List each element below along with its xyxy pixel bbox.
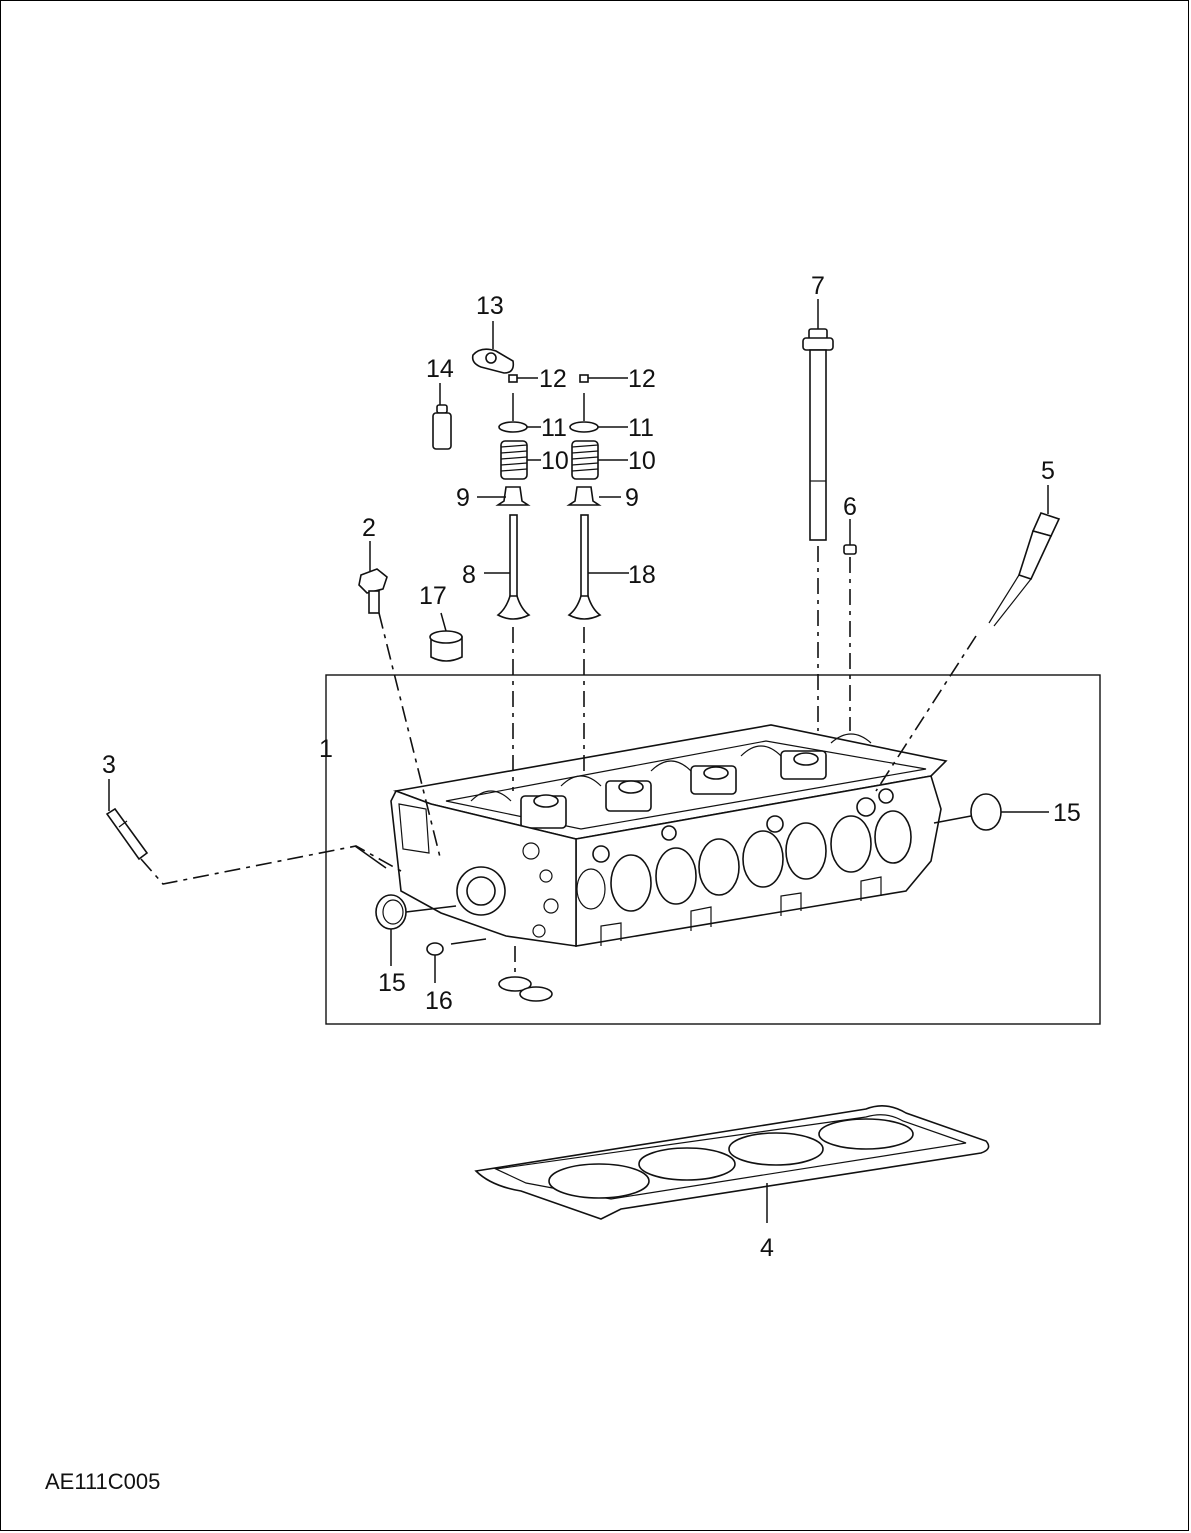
valve-keeper-exhaust — [579, 374, 589, 383]
callout-10-intake: 10 — [541, 447, 569, 475]
valve-keeper-intake — [508, 374, 518, 383]
callout-11-intake: 11 — [541, 414, 567, 442]
callout-2: 2 — [362, 514, 376, 542]
assembly-frame — [325, 674, 1101, 1025]
callout-labels: 1 2 3 4 5 6 7 8 9 9 10 10 11 11 12 12 13… — [102, 272, 1081, 1262]
leader-lines — [108, 299, 1049, 1223]
glow-plug — [988, 512, 1061, 627]
stud — [105, 807, 149, 861]
valve-spring-exhaust — [571, 440, 599, 480]
callout-8: 8 — [462, 561, 476, 589]
callout-12-intake: 12 — [539, 365, 567, 393]
dowel-pin — [843, 544, 857, 555]
callout-11-exhaust: 11 — [628, 414, 654, 442]
spring-retainer-intake — [498, 421, 528, 433]
o-ring-2 — [519, 986, 553, 1002]
callout-15-right: 15 — [1053, 799, 1081, 827]
o-ring-1 — [498, 976, 532, 992]
callout-14: 14 — [426, 355, 454, 383]
callout-3: 3 — [102, 751, 116, 779]
assembly-lines — [140, 546, 977, 976]
callout-1: 1 — [319, 735, 333, 763]
callout-17: 17 — [419, 582, 447, 610]
head-bolt — [802, 328, 834, 541]
valve-stem-seal-exhaust — [566, 486, 602, 506]
reference-code: AE111C005 — [45, 1469, 161, 1494]
hydraulic-lash-adjuster — [432, 404, 452, 450]
sealing-cap-right — [970, 793, 1002, 831]
valve-spring-intake — [500, 440, 528, 480]
callout-18: 18 — [628, 561, 656, 589]
callout-9-exhaust: 9 — [625, 484, 639, 512]
valve-stem-seal-intake — [495, 486, 531, 506]
bushing — [429, 630, 463, 662]
callout-4: 4 — [760, 1234, 774, 1262]
spring-retainer-exhaust — [569, 421, 599, 433]
head-gasket — [474, 1105, 990, 1220]
callout-16: 16 — [425, 987, 453, 1015]
callout-6: 6 — [843, 493, 857, 521]
cylinder-head — [390, 724, 948, 947]
plug — [426, 942, 444, 956]
sealing-cap-left — [375, 894, 407, 930]
callout-13: 13 — [476, 292, 504, 320]
exhaust-valve — [567, 514, 602, 620]
callout-7: 7 — [811, 272, 825, 300]
intake-valve — [496, 514, 531, 620]
callout-10-exhaust: 10 — [628, 447, 656, 475]
callout-15-left: 15 — [378, 969, 406, 997]
callout-12-exhaust: 12 — [628, 365, 656, 393]
callout-5: 5 — [1041, 457, 1055, 485]
bolt — [358, 568, 388, 614]
rocker-arm — [471, 348, 515, 374]
callout-9-intake: 9 — [456, 484, 470, 512]
